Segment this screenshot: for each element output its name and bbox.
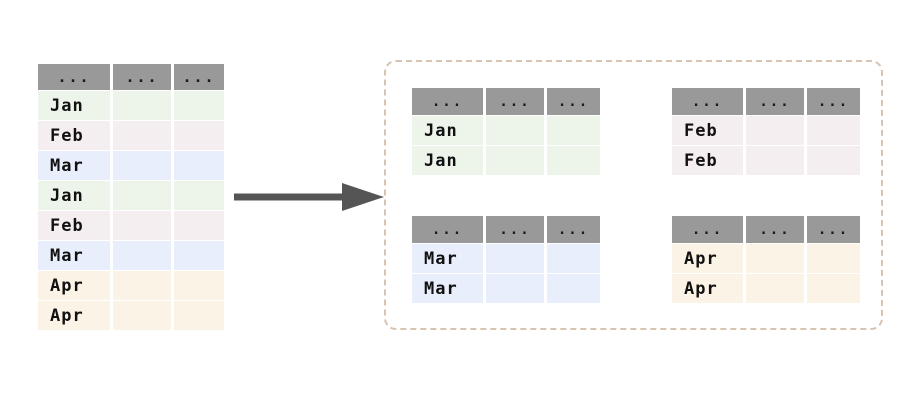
row-label-cell: Apr xyxy=(38,301,110,330)
row-value-cell-1 xyxy=(113,91,171,120)
row-value-cell-2 xyxy=(547,244,600,273)
row-value-cell-2 xyxy=(807,274,860,303)
column-header-2[interactable]: ... xyxy=(547,88,600,115)
row-value-cell-2 xyxy=(807,244,860,273)
column-header-2[interactable]: ... xyxy=(547,216,600,243)
column-header-2[interactable]: ... xyxy=(807,216,860,243)
table-row[interactable]: Feb xyxy=(38,121,224,150)
table-row[interactable]: Mar xyxy=(38,241,224,270)
table-row[interactable]: Feb xyxy=(38,211,224,240)
row-value-cell-1 xyxy=(746,244,804,273)
table-row[interactable]: Feb xyxy=(672,116,860,145)
row-label-cell: Mar xyxy=(38,151,110,180)
row-value-cell-1 xyxy=(113,121,171,150)
column-header-1[interactable]: ... xyxy=(746,88,804,115)
row-value-cell-2 xyxy=(174,121,224,150)
column-header-2[interactable]: ... xyxy=(807,88,860,115)
row-label-cell: Apr xyxy=(672,244,743,273)
row-value-cell-2 xyxy=(547,274,600,303)
row-label-cell: Jan xyxy=(38,91,110,120)
row-value-cell-1 xyxy=(113,271,171,300)
table-header-row: ......... xyxy=(412,88,600,115)
row-value-cell-1 xyxy=(746,116,804,145)
row-value-cell-1 xyxy=(486,274,544,303)
column-header-0[interactable]: ... xyxy=(38,64,110,90)
row-value-cell-2 xyxy=(807,116,860,145)
row-value-cell-2 xyxy=(174,211,224,240)
table-row[interactable]: Mar xyxy=(412,244,600,273)
column-header-1[interactable]: ... xyxy=(486,88,544,115)
row-label-cell: Feb xyxy=(38,211,110,240)
row-label-cell: Mar xyxy=(412,274,483,303)
row-value-cell-1 xyxy=(486,244,544,273)
flow-arrow-icon xyxy=(234,183,384,211)
row-value-cell-2 xyxy=(807,146,860,175)
row-value-cell-1 xyxy=(113,181,171,210)
row-label-cell: Jan xyxy=(412,116,483,145)
table-row[interactable]: Feb xyxy=(672,146,860,175)
row-value-cell-1 xyxy=(113,241,171,270)
row-label-cell: Apr xyxy=(672,274,743,303)
row-value-cell-1 xyxy=(746,146,804,175)
row-value-cell-2 xyxy=(174,271,224,300)
table-row[interactable]: Jan xyxy=(38,91,224,120)
table-header-row: ......... xyxy=(412,216,600,243)
row-value-cell-2 xyxy=(547,116,600,145)
table-header-row: ......... xyxy=(38,64,224,90)
row-label-cell: Feb xyxy=(672,146,743,175)
table-row[interactable]: Jan xyxy=(412,116,600,145)
row-label-cell: Feb xyxy=(672,116,743,145)
table-row[interactable]: Jan xyxy=(38,181,224,210)
column-header-0[interactable]: ... xyxy=(412,88,483,115)
row-value-cell-1 xyxy=(746,274,804,303)
row-value-cell-1 xyxy=(113,211,171,240)
table-row[interactable]: Apr xyxy=(672,274,860,303)
row-label-cell: Feb xyxy=(38,121,110,150)
row-label-cell: Mar xyxy=(412,244,483,273)
row-label-cell: Apr xyxy=(38,271,110,300)
table-row[interactable]: Mar xyxy=(412,274,600,303)
row-label-cell: Mar xyxy=(38,241,110,270)
row-value-cell-2 xyxy=(174,241,224,270)
row-value-cell-2 xyxy=(547,146,600,175)
row-value-cell-2 xyxy=(174,181,224,210)
row-value-cell-2 xyxy=(174,151,224,180)
column-header-1[interactable]: ... xyxy=(746,216,804,243)
table-row[interactable]: Jan xyxy=(412,146,600,175)
row-label-cell: Jan xyxy=(412,146,483,175)
table-header-row: ......... xyxy=(672,88,860,115)
row-value-cell-1 xyxy=(113,151,171,180)
row-value-cell-2 xyxy=(174,301,224,330)
row-value-cell-1 xyxy=(486,116,544,145)
column-header-2[interactable]: ... xyxy=(174,64,224,90)
table-row[interactable]: Mar xyxy=(38,151,224,180)
row-label-cell: Jan xyxy=(38,181,110,210)
table-row[interactable]: Apr xyxy=(38,271,224,300)
row-value-cell-1 xyxy=(113,301,171,330)
row-value-cell-1 xyxy=(486,146,544,175)
table-header-row: ......... xyxy=(672,216,860,243)
column-header-1[interactable]: ... xyxy=(113,64,171,90)
column-header-0[interactable]: ... xyxy=(412,216,483,243)
column-header-0[interactable]: ... xyxy=(672,88,743,115)
column-header-0[interactable]: ... xyxy=(672,216,743,243)
table-row[interactable]: Apr xyxy=(38,301,224,330)
group-container xyxy=(384,60,883,330)
table-row[interactable]: Apr xyxy=(672,244,860,273)
column-header-1[interactable]: ... xyxy=(486,216,544,243)
row-value-cell-2 xyxy=(174,91,224,120)
